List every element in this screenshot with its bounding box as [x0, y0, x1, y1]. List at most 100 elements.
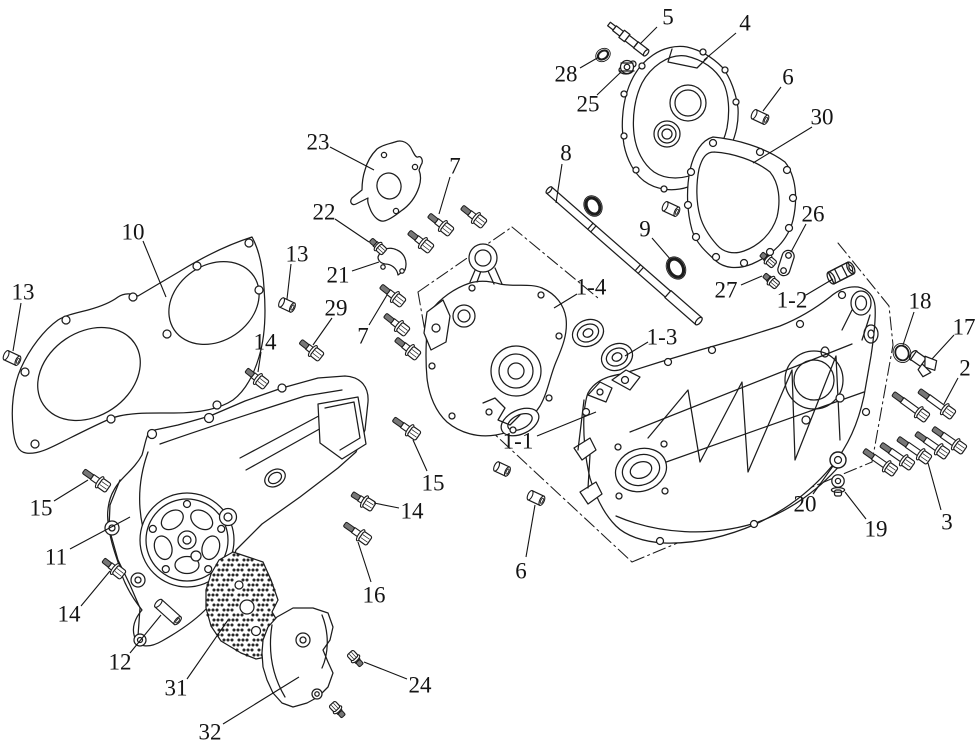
left-crankcase-half [423, 243, 568, 437]
oil-pump-shaft [545, 186, 703, 326]
part-number-label: 14 [254, 329, 278, 354]
part-number-label: 1-4 [576, 274, 607, 299]
right-crankcase-half [573, 286, 879, 546]
part-number-label: 14 [58, 601, 82, 626]
dowel-pin [278, 297, 296, 313]
part-number-label: 3 [941, 509, 953, 534]
hex-bolt [328, 700, 346, 718]
part-number-label: 17 [953, 314, 976, 339]
hex-bolt [896, 436, 933, 465]
stator-plate [350, 140, 423, 222]
part-number-label: 31 [165, 675, 188, 700]
clamp-bracket [377, 247, 407, 276]
part-number-label: 13 [286, 241, 309, 266]
part-number-label: 8 [560, 140, 572, 165]
leader-line [69, 516, 131, 550]
diagram-artwork [11, 21, 938, 708]
hex-bolt [407, 230, 435, 254]
part-number-label: 9 [639, 216, 651, 241]
hex-bolt [931, 426, 968, 455]
part-number-label: 6 [782, 64, 794, 89]
part-number-label: 1-3 [647, 324, 678, 349]
leader-line [703, 32, 737, 61]
part-number-label: 10 [122, 219, 145, 244]
part-number-label: 32 [199, 719, 222, 744]
hex-bolt [383, 313, 411, 337]
cover-guard [261, 607, 334, 708]
hex-bolt [427, 213, 455, 237]
part-number-label: 22 [313, 199, 336, 224]
leader-line [579, 56, 600, 69]
hex-bolt [394, 337, 422, 361]
leader-line [373, 502, 400, 509]
part-number-label: 20 [794, 491, 817, 516]
leader-line [186, 619, 229, 680]
hex-bolt [350, 491, 377, 512]
hex-bolt [244, 368, 270, 390]
part-number-label: 25 [577, 91, 600, 116]
hex-bolt [343, 521, 373, 546]
part-number-label: 4 [739, 10, 751, 35]
part-number-label: 2 [959, 355, 971, 380]
ball-bearing [600, 342, 634, 372]
hex-bolt [917, 388, 957, 420]
part-number-label: 1-2 [777, 287, 808, 312]
o-ring [595, 47, 611, 63]
part-number-label: 18 [909, 288, 932, 313]
part-number-label: 7 [449, 153, 461, 178]
hex-bolt [82, 468, 112, 493]
leader-line [943, 377, 959, 405]
left-crankcase-cover [104, 375, 369, 647]
leader-line [222, 676, 300, 725]
washer [829, 451, 847, 469]
link-plate [777, 249, 795, 277]
leader-line [363, 661, 408, 680]
starter-shaft [607, 21, 650, 57]
leader-line [80, 570, 111, 607]
part-number-label: 15 [422, 470, 445, 495]
leader-line [351, 261, 380, 272]
hardware-layer [2, 47, 968, 718]
leader-line [257, 351, 262, 373]
o-ring [665, 256, 687, 280]
drain-bolt [908, 349, 938, 378]
leader-line [536, 411, 597, 437]
leader-line [844, 491, 867, 520]
dowel-pin [661, 200, 681, 218]
leader-line [790, 223, 807, 253]
leader-line [129, 614, 162, 654]
hex-bolt [914, 431, 951, 460]
leader-line [357, 541, 372, 583]
leader-line [596, 71, 622, 96]
ball-bearing [571, 318, 605, 348]
leader-line [334, 218, 370, 243]
o-ring [583, 195, 603, 217]
part-number-label: 28 [555, 61, 578, 86]
leader-line [142, 240, 167, 298]
part-number-label: 6 [515, 558, 527, 583]
leader-line [752, 126, 813, 164]
leader-line [329, 146, 375, 171]
hex-bolt [759, 252, 777, 269]
hex-bolt [879, 442, 916, 471]
hex-bolt [369, 238, 387, 256]
leader-line [553, 293, 578, 309]
leader-line [12, 302, 22, 352]
part-number-label: 29 [325, 295, 348, 320]
part-number-label: 27 [715, 277, 738, 302]
hex-bolt [891, 391, 931, 423]
leader-line [927, 462, 942, 511]
leader-line [438, 176, 451, 215]
hex-bolt [460, 205, 488, 229]
hex-bolt [862, 448, 899, 477]
leader-line [762, 86, 782, 112]
leader-line [368, 294, 388, 326]
part-number-label: 11 [45, 544, 67, 569]
dowel-pin [750, 108, 770, 126]
hex-bolt [762, 273, 780, 290]
part-number-label: 30 [811, 104, 834, 129]
hex-bolt [346, 649, 364, 667]
leader-line [931, 334, 955, 360]
right-cover-gasket [683, 136, 798, 269]
